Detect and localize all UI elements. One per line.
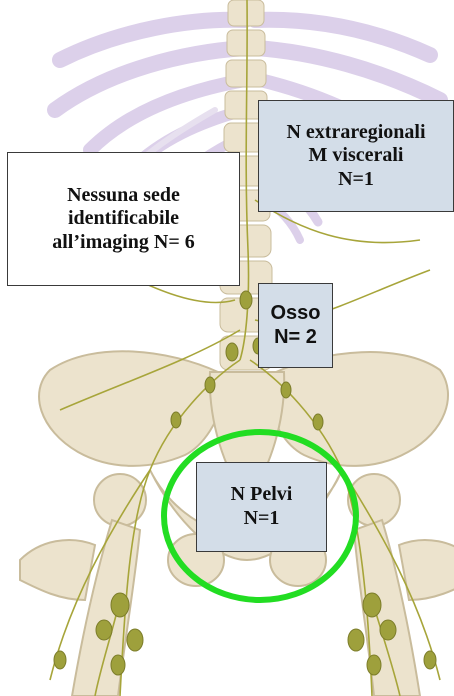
no-site-line-3: all’imaging N= 6 [52,231,195,255]
no-site-line-2: identificabile [68,207,179,231]
bone-label-box: Osso N= 2 [258,283,333,368]
pelvis-line-2: N=1 [244,507,280,531]
extraregional-line-2: M viscerali [309,144,404,168]
no-site-label-box: Nessuna sede identificabile all’imaging … [7,152,240,286]
extraregional-label-box: N extraregionali M viscerali N=1 [258,100,454,212]
bone-line-2: N= 2 [274,326,317,350]
pelvis-line-1: N Pelvi [231,483,293,507]
extraregional-line-1: N extraregionali [286,121,425,145]
bone-line-1: Osso [270,302,320,326]
pelvis-label-box: N Pelvi N=1 [196,462,327,552]
no-site-line-1: Nessuna sede [67,184,180,208]
extraregional-line-3: N=1 [338,168,374,192]
